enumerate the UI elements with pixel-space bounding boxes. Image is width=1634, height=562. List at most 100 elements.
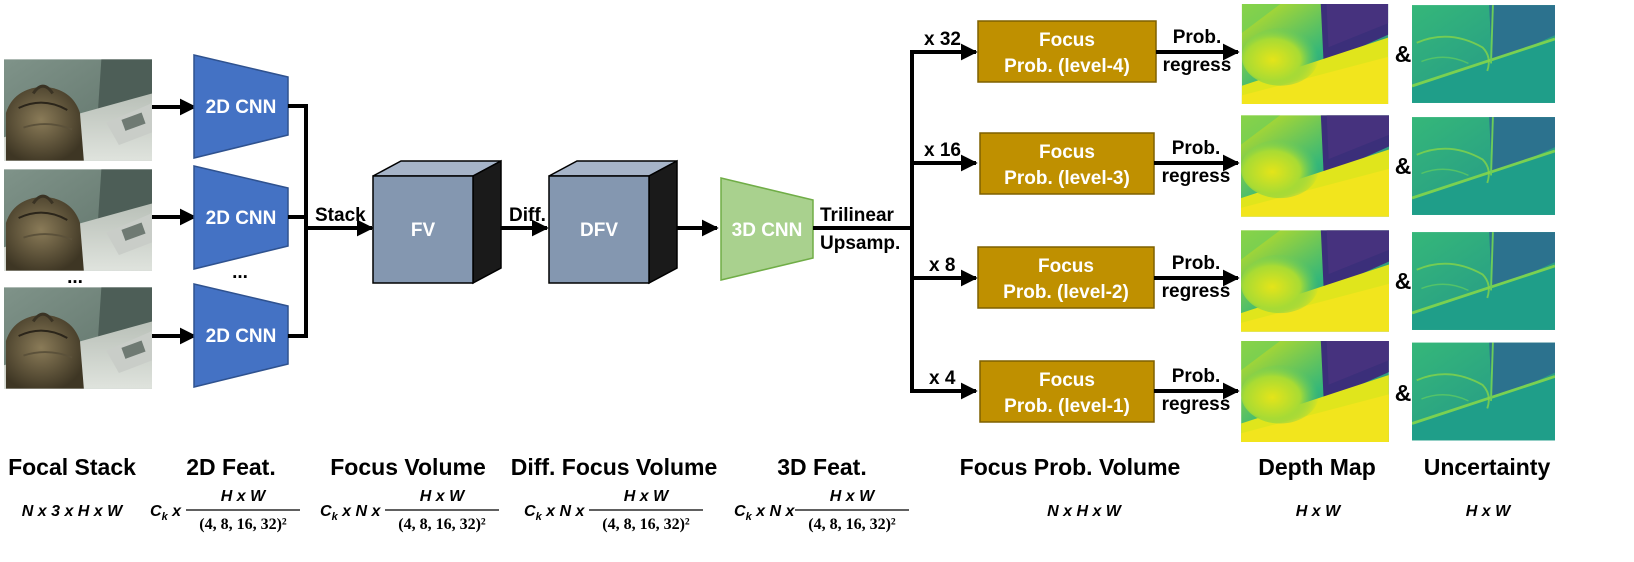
scale-label-4: x 4 xyxy=(929,368,956,389)
focus-prob-box-level1: Focus Prob. (level-1) xyxy=(979,360,1155,423)
focus-prob-line1: Focus xyxy=(1039,142,1095,163)
dim-frac-den: (4, 8, 16, 32)² xyxy=(602,516,690,533)
regress-line2: regress xyxy=(1162,166,1231,187)
dim-prefix: C xyxy=(524,503,536,520)
dim-focal-stack: N x 3 x H x W xyxy=(22,503,124,520)
dim-frac-den: (4, 8, 16, 32)² xyxy=(808,516,896,533)
svg-text:Ck x N x: Ck x N x xyxy=(524,503,585,523)
uncertainty-map-level4 xyxy=(1412,4,1555,104)
focal-image-3 xyxy=(4,286,152,390)
title-uncertainty: Uncertainty xyxy=(1424,454,1551,480)
focus-prob-line1: Focus xyxy=(1039,370,1095,391)
title-focus-prob-volume: Focus Prob. Volume xyxy=(960,454,1181,480)
upsample-label-1: Trilinear xyxy=(820,205,895,226)
regress-line2: regress xyxy=(1163,55,1232,76)
diff-label: Diff. xyxy=(509,205,546,226)
focal-ellipsis: ... xyxy=(67,267,83,288)
dim-frac-num: H x W xyxy=(420,488,466,505)
focus-prob-line2: Prob. (level-3) xyxy=(1004,168,1130,189)
cnn3d-block: 3D CNN xyxy=(720,177,814,281)
dim-frac-den: (4, 8, 16, 32)² xyxy=(199,516,287,533)
dim-3d-feat: Ck x N x H x W (4, 8, 16, 32)² xyxy=(734,488,909,533)
dim-mid: x N x xyxy=(338,503,382,520)
dim-depth-map: H x W xyxy=(1296,503,1342,520)
upsample-label-2: Upsamp. xyxy=(820,233,900,254)
scale-label-16: x 16 xyxy=(924,140,961,161)
svg-text:Ck x: Ck x xyxy=(150,503,182,523)
scale-label-8: x 8 xyxy=(929,255,955,276)
dim-diff-focus-volume: Ck x N x H x W (4, 8, 16, 32)² xyxy=(524,488,703,533)
fv-cube: FV xyxy=(372,159,502,285)
focus-prob-box-level3: Focus Prob. (level-3) xyxy=(979,132,1155,195)
depth-map-level3 xyxy=(1241,115,1389,217)
dim-prefix: C xyxy=(320,503,332,520)
cnn-ellipsis: ... xyxy=(232,262,248,283)
uncertainty-map-level1 xyxy=(1412,341,1555,442)
dim-frac-num: H x W xyxy=(830,488,876,505)
title-3d-feat: 3D Feat. xyxy=(777,454,866,480)
svg-text:Ck x N x: Ck x N x xyxy=(734,503,795,523)
uncertainty-map-level2 xyxy=(1412,230,1555,332)
cnn2d-label: 2D CNN xyxy=(206,97,277,118)
dim-2d-feat: Ck x H x W (4, 8, 16, 32)² xyxy=(150,488,300,533)
cnn2d-label: 2D CNN xyxy=(206,326,277,347)
scale-label-32: x 32 xyxy=(924,29,961,50)
amp-level4: & xyxy=(1395,41,1412,67)
amp-level3: & xyxy=(1395,153,1412,179)
regress-line1: Prob. xyxy=(1172,366,1221,387)
cnn2d-block-3: 2D CNN xyxy=(193,283,289,388)
amp-level2: & xyxy=(1395,268,1412,294)
cnn2d-block-2: 2D CNN xyxy=(193,165,289,270)
stack-label: Stack xyxy=(315,205,366,226)
focus-prob-line2: Prob. (level-2) xyxy=(1003,282,1129,303)
stack-connector xyxy=(288,104,308,338)
title-focus-volume: Focus Volume xyxy=(330,454,486,480)
dim-sub: k xyxy=(332,511,339,523)
regress-label-level3: Prob. regress xyxy=(1162,138,1231,187)
focus-prob-line1: Focus xyxy=(1039,30,1095,51)
depth-map-level1 xyxy=(1241,341,1389,442)
dim-frac-num: H x W xyxy=(221,488,267,505)
dfv-cube: DFV xyxy=(548,159,678,285)
focal-image-1 xyxy=(4,58,152,162)
dim-mid: x N x xyxy=(542,503,586,520)
cnn3d-label: 3D CNN xyxy=(732,220,803,241)
uncertainty-map-level3 xyxy=(1412,115,1555,217)
fv-label: FV xyxy=(411,220,436,241)
title-diff-focus-volume: Diff. Focus Volume xyxy=(511,454,718,480)
regress-label-level4: Prob. regress xyxy=(1163,27,1232,76)
regress-line1: Prob. xyxy=(1172,138,1221,159)
dim-sub: k xyxy=(162,511,169,523)
depth-map-level4 xyxy=(1241,4,1389,104)
dim-frac-den: (4, 8, 16, 32)² xyxy=(398,516,486,533)
dim-sub: k xyxy=(536,511,543,523)
focus-prob-box-level4: Focus Prob. (level-4) xyxy=(977,20,1157,83)
focal-image-2 xyxy=(4,168,152,272)
regress-line2: regress xyxy=(1162,394,1231,415)
amp-level1: & xyxy=(1395,380,1412,406)
dfv-label: DFV xyxy=(580,220,618,241)
svg-text:Ck x N x: Ck x N x xyxy=(320,503,381,523)
title-focal-stack: Focal Stack xyxy=(8,454,136,480)
dim-frac-num: H x W xyxy=(624,488,670,505)
dim-focus-prob-volume: N x H x W xyxy=(1047,503,1123,520)
regress-label-level2: Prob. regress xyxy=(1162,253,1231,302)
depth-map-level2 xyxy=(1241,230,1389,332)
title-depth-map: Depth Map xyxy=(1258,454,1376,480)
focus-prob-line2: Prob. (level-4) xyxy=(1004,56,1130,77)
title-2d-feat: 2D Feat. xyxy=(186,454,275,480)
dim-focus-volume: Ck x N x H x W (4, 8, 16, 32)² xyxy=(320,488,499,533)
dim-uncertainty: H x W xyxy=(1466,503,1512,520)
dim-sub: k xyxy=(746,511,753,523)
dim-mid: x N x xyxy=(752,503,796,520)
dim-prefix: C xyxy=(150,503,162,520)
focus-prob-line2: Prob. (level-1) xyxy=(1004,396,1130,417)
cnn2d-label: 2D CNN xyxy=(206,208,277,229)
regress-line2: regress xyxy=(1162,281,1231,302)
regress-line1: Prob. xyxy=(1172,253,1221,274)
dim-prefix: C xyxy=(734,503,746,520)
focus-prob-box-level2: Focus Prob. (level-2) xyxy=(977,246,1155,309)
focus-prob-line1: Focus xyxy=(1038,256,1094,277)
